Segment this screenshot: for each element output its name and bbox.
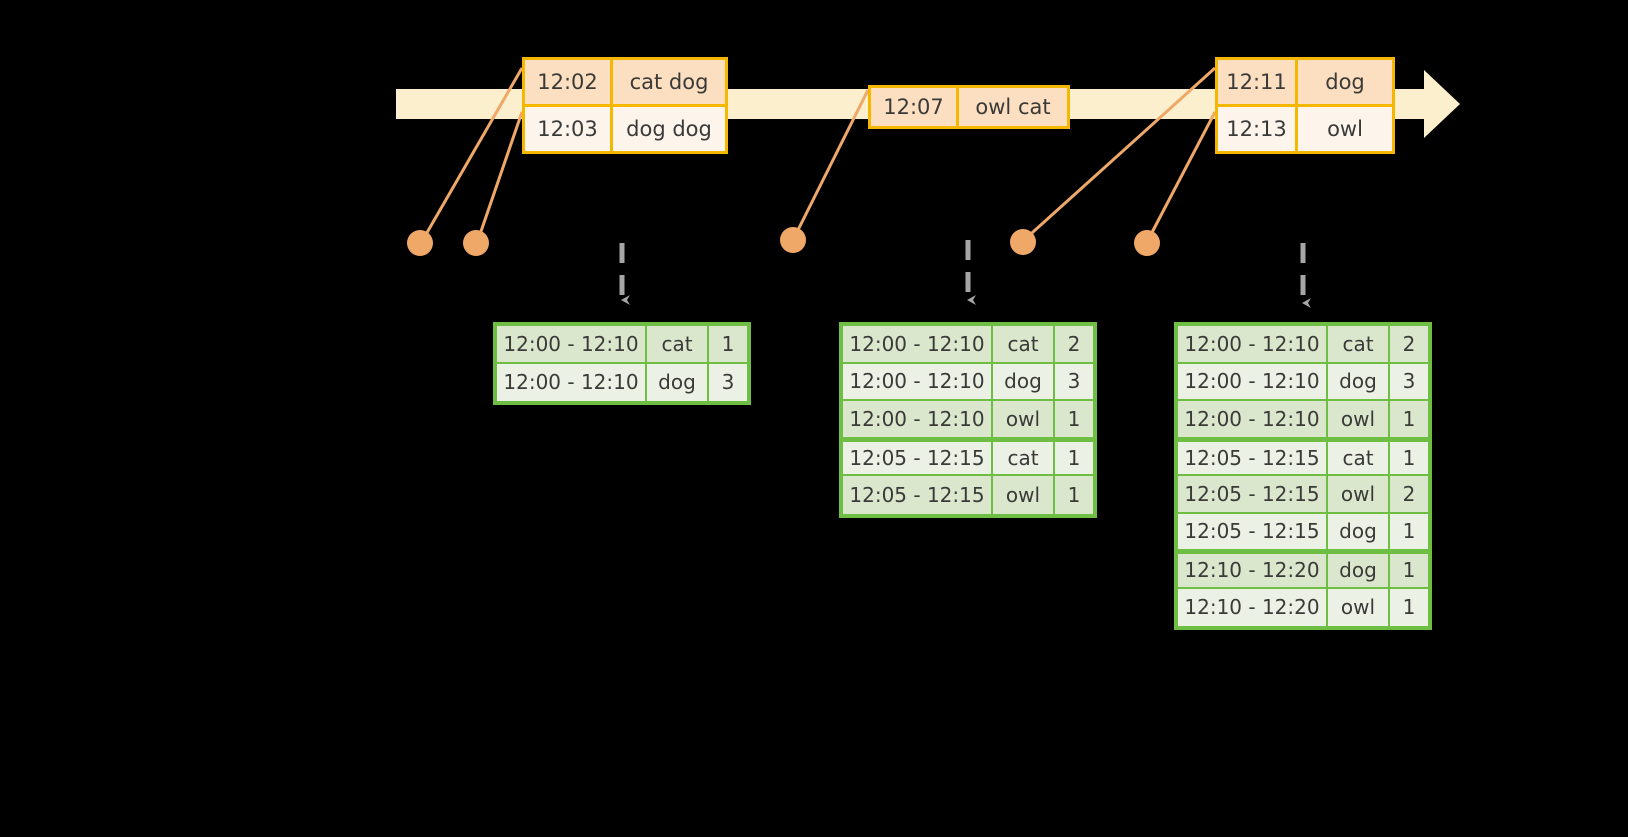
event-time: 12:11 — [1218, 60, 1298, 104]
cell-count: 1 — [1390, 513, 1428, 551]
event-words: owl cat — [959, 88, 1067, 126]
cell-window: 12:00 - 12:10 — [497, 363, 647, 401]
cell-count: 2 — [1390, 326, 1428, 364]
cell-count: 1 — [1390, 551, 1428, 589]
connector-dot-4 — [1010, 229, 1036, 255]
event-group-1[interactable]: 12:02 cat dog 12:03 dog dog — [522, 57, 728, 154]
cell-word: cat — [647, 326, 709, 364]
cell-window: 12:05 - 12:15 — [1178, 476, 1328, 514]
dashed-arrows — [619, 240, 1311, 308]
connector-line-5 — [1145, 111, 1217, 243]
cell-count: 1 — [1055, 401, 1093, 439]
event-row[interactable]: 12:11 dog — [1218, 60, 1392, 104]
event-words: dog — [1298, 60, 1392, 104]
cell-word: dog — [1328, 551, 1390, 589]
connector-dot-5 — [1134, 230, 1160, 256]
cell-window: 12:10 - 12:20 — [1178, 551, 1328, 589]
event-time: 12:13 — [1218, 107, 1298, 151]
event-row[interactable]: 12:07 owl cat — [871, 88, 1067, 126]
cell-word: owl — [1328, 401, 1390, 439]
cell-window: 12:00 - 12:10 — [843, 401, 993, 439]
cell-window: 12:10 - 12:20 — [1178, 588, 1328, 626]
cell-word: cat — [1328, 326, 1390, 364]
cell-window: 12:00 - 12:10 — [843, 326, 993, 364]
cell-count: 1 — [1055, 438, 1093, 476]
cell-word: dog — [1328, 363, 1390, 401]
cell-window: 12:05 - 12:15 — [1178, 438, 1328, 476]
cell-window: 12:00 - 12:10 — [1178, 401, 1328, 439]
cell-word: dog — [1328, 513, 1390, 551]
cell-count: 1 — [1390, 588, 1428, 626]
connector-dot-1 — [407, 230, 433, 256]
event-words: cat dog — [613, 60, 725, 104]
cell-count: 1 — [1390, 438, 1428, 476]
event-time: 12:07 — [871, 88, 959, 126]
event-words: dog dog — [613, 107, 725, 151]
cell-count: 1 — [709, 326, 747, 364]
connector-line-3 — [791, 89, 870, 241]
cell-count: 3 — [709, 363, 747, 401]
event-group-2[interactable]: 12:07 owl cat — [868, 85, 1070, 129]
cell-window: 12:05 - 12:15 — [1178, 513, 1328, 551]
connector-dot-2 — [463, 230, 489, 256]
cell-word: owl — [993, 476, 1055, 514]
cell-count: 1 — [1055, 476, 1093, 514]
cell-word: cat — [993, 326, 1055, 364]
event-group-3[interactable]: 12:11 dog 12:13 owl — [1215, 57, 1395, 154]
connector-dot-3 — [780, 227, 806, 253]
event-row[interactable]: 12:02 cat dog — [525, 60, 725, 104]
event-time: 12:02 — [525, 60, 613, 104]
cell-word: cat — [993, 438, 1055, 476]
cell-word: owl — [1328, 476, 1390, 514]
cell-window: 12:00 - 12:10 — [843, 363, 993, 401]
cell-count: 2 — [1390, 476, 1428, 514]
cell-count: 3 — [1055, 363, 1093, 401]
cell-word: dog — [993, 363, 1055, 401]
event-time: 12:03 — [525, 107, 613, 151]
cell-window: 12:00 - 12:10 — [1178, 326, 1328, 364]
event-row[interactable]: 12:03 dog dog — [525, 104, 725, 151]
cell-word: dog — [647, 363, 709, 401]
cell-word: owl — [993, 401, 1055, 439]
cell-count: 3 — [1390, 363, 1428, 401]
cell-word: owl — [1328, 588, 1390, 626]
cell-window: 12:00 - 12:10 — [497, 326, 647, 364]
cell-window: 12:05 - 12:15 — [843, 438, 993, 476]
cell-count: 1 — [1390, 401, 1428, 439]
event-words: owl — [1298, 107, 1392, 151]
cell-word: cat — [1328, 438, 1390, 476]
cell-count: 2 — [1055, 326, 1093, 364]
connector-dots — [407, 227, 1160, 256]
connector-line-1 — [419, 67, 524, 244]
event-row[interactable]: 12:13 owl — [1218, 104, 1392, 151]
connector-line-2 — [475, 111, 524, 244]
cell-window: 12:00 - 12:10 — [1178, 363, 1328, 401]
cell-window: 12:05 - 12:15 — [843, 476, 993, 514]
